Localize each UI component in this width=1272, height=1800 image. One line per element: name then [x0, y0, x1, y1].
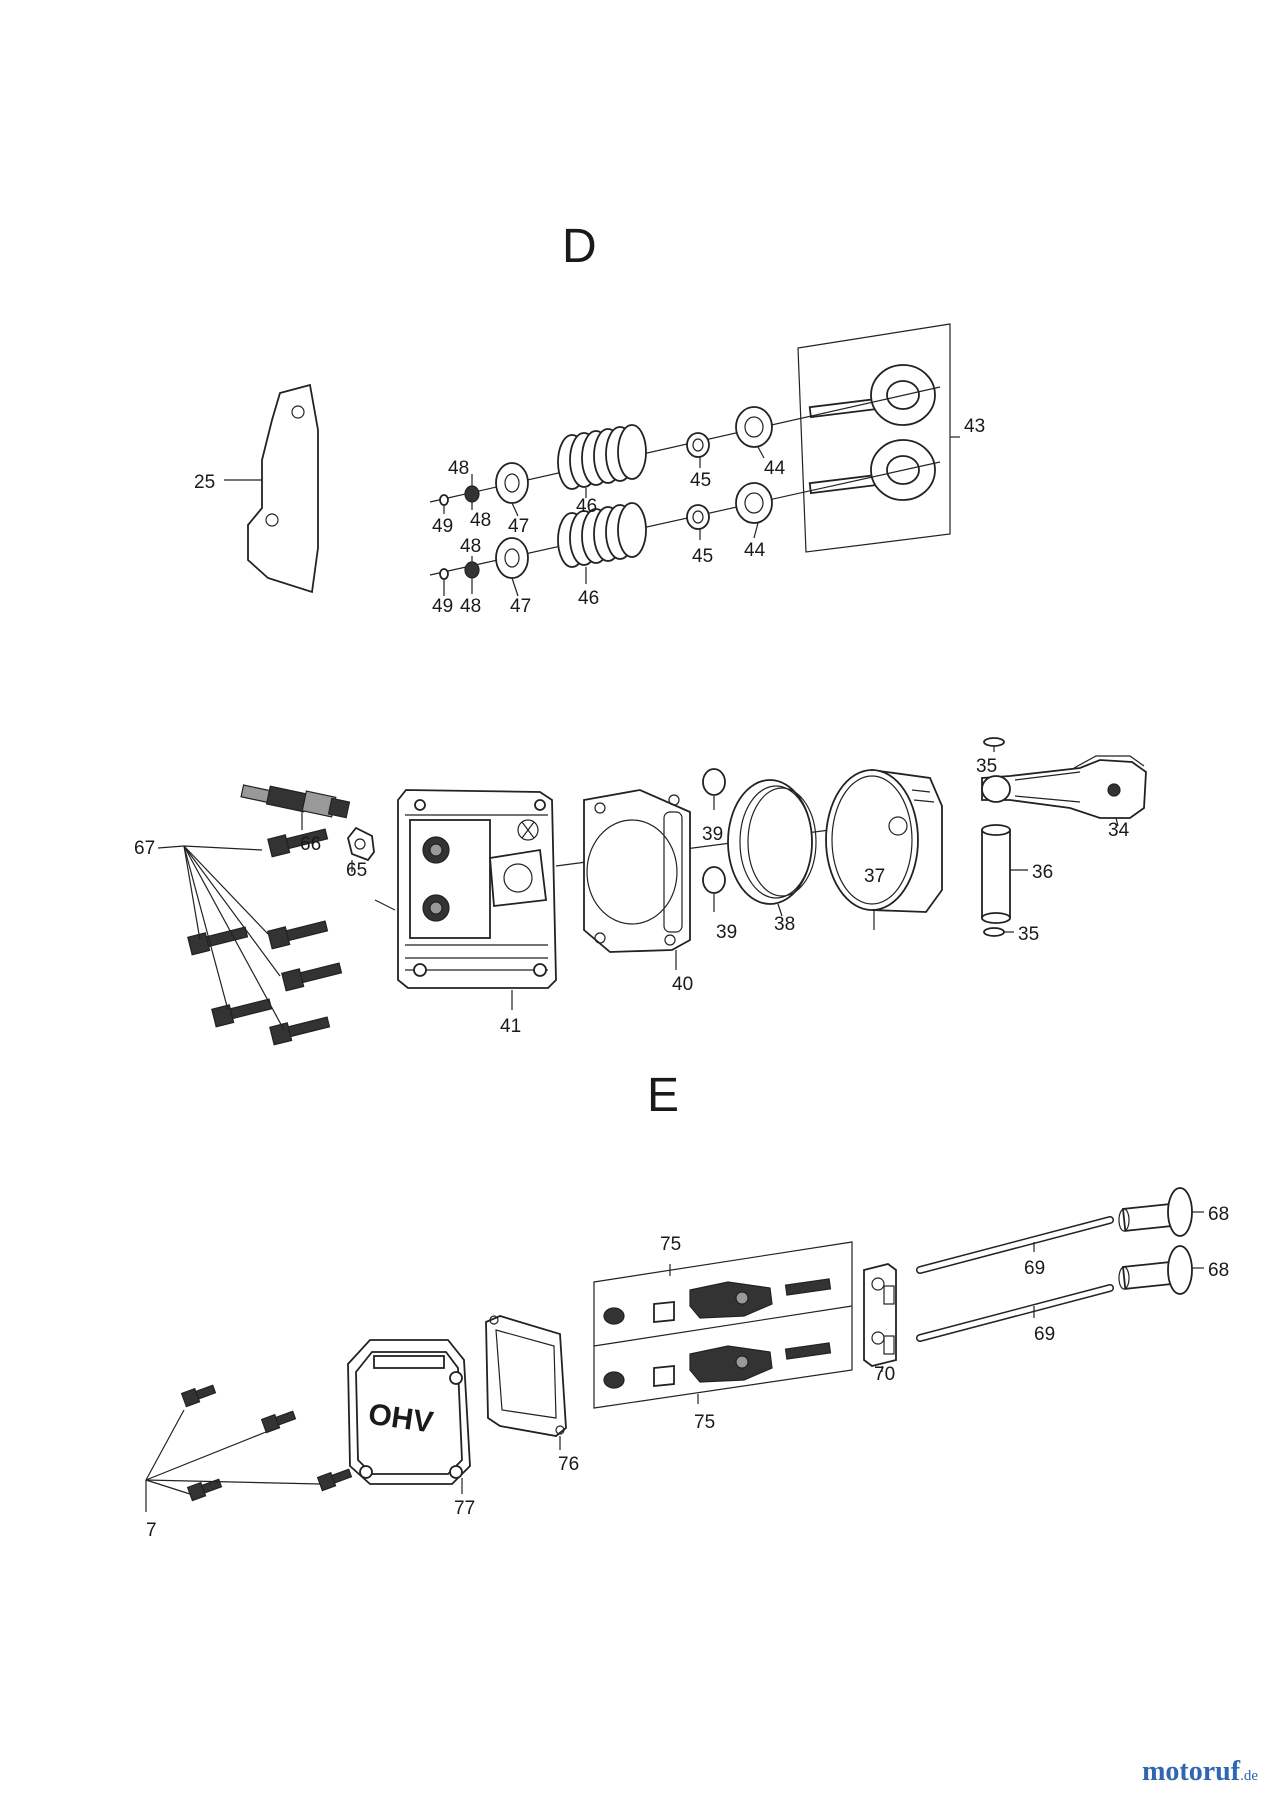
- label-44-b: 44: [744, 540, 766, 561]
- brand-name: motoruf: [1142, 1756, 1241, 1787]
- label-39-b: 39: [716, 922, 737, 943]
- label-34: 34: [1108, 820, 1130, 841]
- part-47-retainer-bottom: [495, 537, 529, 579]
- part-45-washer-top: [686, 432, 710, 458]
- part-66-spark-plug: [240, 784, 351, 819]
- label-48-a: 48: [448, 458, 469, 479]
- label-69-a: 69: [1024, 1258, 1045, 1279]
- part-37-piston: [825, 768, 943, 913]
- part-48-cotter-top: [464, 485, 480, 503]
- label-38: 38: [774, 914, 795, 935]
- section-e-heading: E: [647, 1069, 679, 1122]
- part-43-valves: [808, 364, 936, 501]
- part-7-screws: [180, 1384, 353, 1502]
- part-35-clip-top: [983, 737, 1005, 747]
- part-39-dowel-top: [702, 768, 726, 796]
- label-35-a: 35: [976, 756, 997, 777]
- part-77-valve-cover: OHV: [347, 1339, 471, 1485]
- part-39-dowel-bottom: [702, 866, 726, 894]
- label-45-a: 45: [690, 470, 711, 491]
- label-41: 41: [500, 1016, 521, 1037]
- label-47-a: 47: [508, 516, 529, 537]
- label-68-a: 68: [1208, 1204, 1229, 1225]
- label-36: 36: [1032, 862, 1053, 883]
- part-34-connecting-rod: [981, 755, 1147, 819]
- label-48-c: 48: [460, 536, 481, 557]
- part-65-gasket: [347, 826, 375, 862]
- label-69-b: 69: [1034, 1324, 1055, 1345]
- part-36-piston-pin: [981, 824, 1011, 924]
- part-25-bracket: [247, 383, 319, 594]
- part-70-guide-plate: [863, 1263, 897, 1367]
- label-77: 77: [454, 1498, 475, 1519]
- label-35-b: 35: [1018, 924, 1039, 945]
- part-49-cap-top: [439, 494, 449, 506]
- label-67: 67: [134, 838, 155, 859]
- part-49-cap-bottom: [439, 568, 449, 580]
- label-65: 65: [346, 860, 367, 881]
- part-75-box: [593, 1241, 853, 1409]
- label-40: 40: [672, 974, 693, 995]
- part-46-spring-top: [557, 424, 647, 490]
- part-48-cotter-bottom: [464, 561, 480, 579]
- label-39-a: 39: [702, 824, 723, 845]
- label-48-b: 48: [470, 510, 491, 531]
- label-66: 66: [300, 834, 321, 855]
- part-67-bolts: [187, 828, 343, 1046]
- part-40-head-gasket: [583, 789, 691, 953]
- part-75-rockers: [603, 1278, 832, 1389]
- label-75-a: 75: [660, 1234, 681, 1255]
- label-68-b: 68: [1208, 1260, 1229, 1281]
- part-44-seal-top: [735, 406, 773, 448]
- part-35-clip-bottom: [983, 927, 1005, 937]
- label-43: 43: [964, 416, 985, 437]
- part-41-cylinder-head: [397, 789, 557, 989]
- label-49-b: 49: [432, 596, 453, 617]
- label-25: 25: [194, 472, 215, 493]
- part-47-retainer-top: [495, 462, 529, 504]
- brand-logo[interactable]: motoruf.de: [1142, 1756, 1258, 1788]
- part-43-box: [797, 323, 951, 553]
- brand-tld: .de: [1240, 1768, 1258, 1784]
- part-45-washer-bottom: [686, 504, 710, 530]
- label-37: 37: [864, 866, 885, 887]
- rocker-group: OHV: [145, 1187, 1204, 1512]
- label-48-d: 48: [460, 596, 481, 617]
- label-45-b: 45: [692, 546, 713, 567]
- part-76-gasket: [485, 1315, 567, 1437]
- part-38-piston-rings: [727, 779, 817, 905]
- part-44-seal-bottom: [735, 482, 773, 524]
- cylinder-group: [157, 737, 1147, 1046]
- label-49-a: 49: [432, 516, 453, 537]
- label-76: 76: [558, 1454, 579, 1475]
- valve-group: [224, 323, 960, 597]
- label-70: 70: [874, 1364, 895, 1385]
- label-46-a: 46: [576, 496, 597, 517]
- part-68-tappets: [1118, 1187, 1193, 1295]
- label-75-b: 75: [694, 1412, 715, 1433]
- part-69-push-rods: [916, 1216, 1114, 1342]
- label-44-a: 44: [764, 458, 786, 479]
- label-7: 7: [146, 1520, 157, 1541]
- label-46-b: 46: [578, 588, 599, 609]
- label-47-b: 47: [510, 596, 531, 617]
- part-46-spring-bottom: [557, 502, 647, 568]
- callout-labels: 25 43 48 49 48 47 46 45 44 48 49 48 47 4…: [134, 416, 1229, 1541]
- section-d-heading: D: [562, 220, 597, 273]
